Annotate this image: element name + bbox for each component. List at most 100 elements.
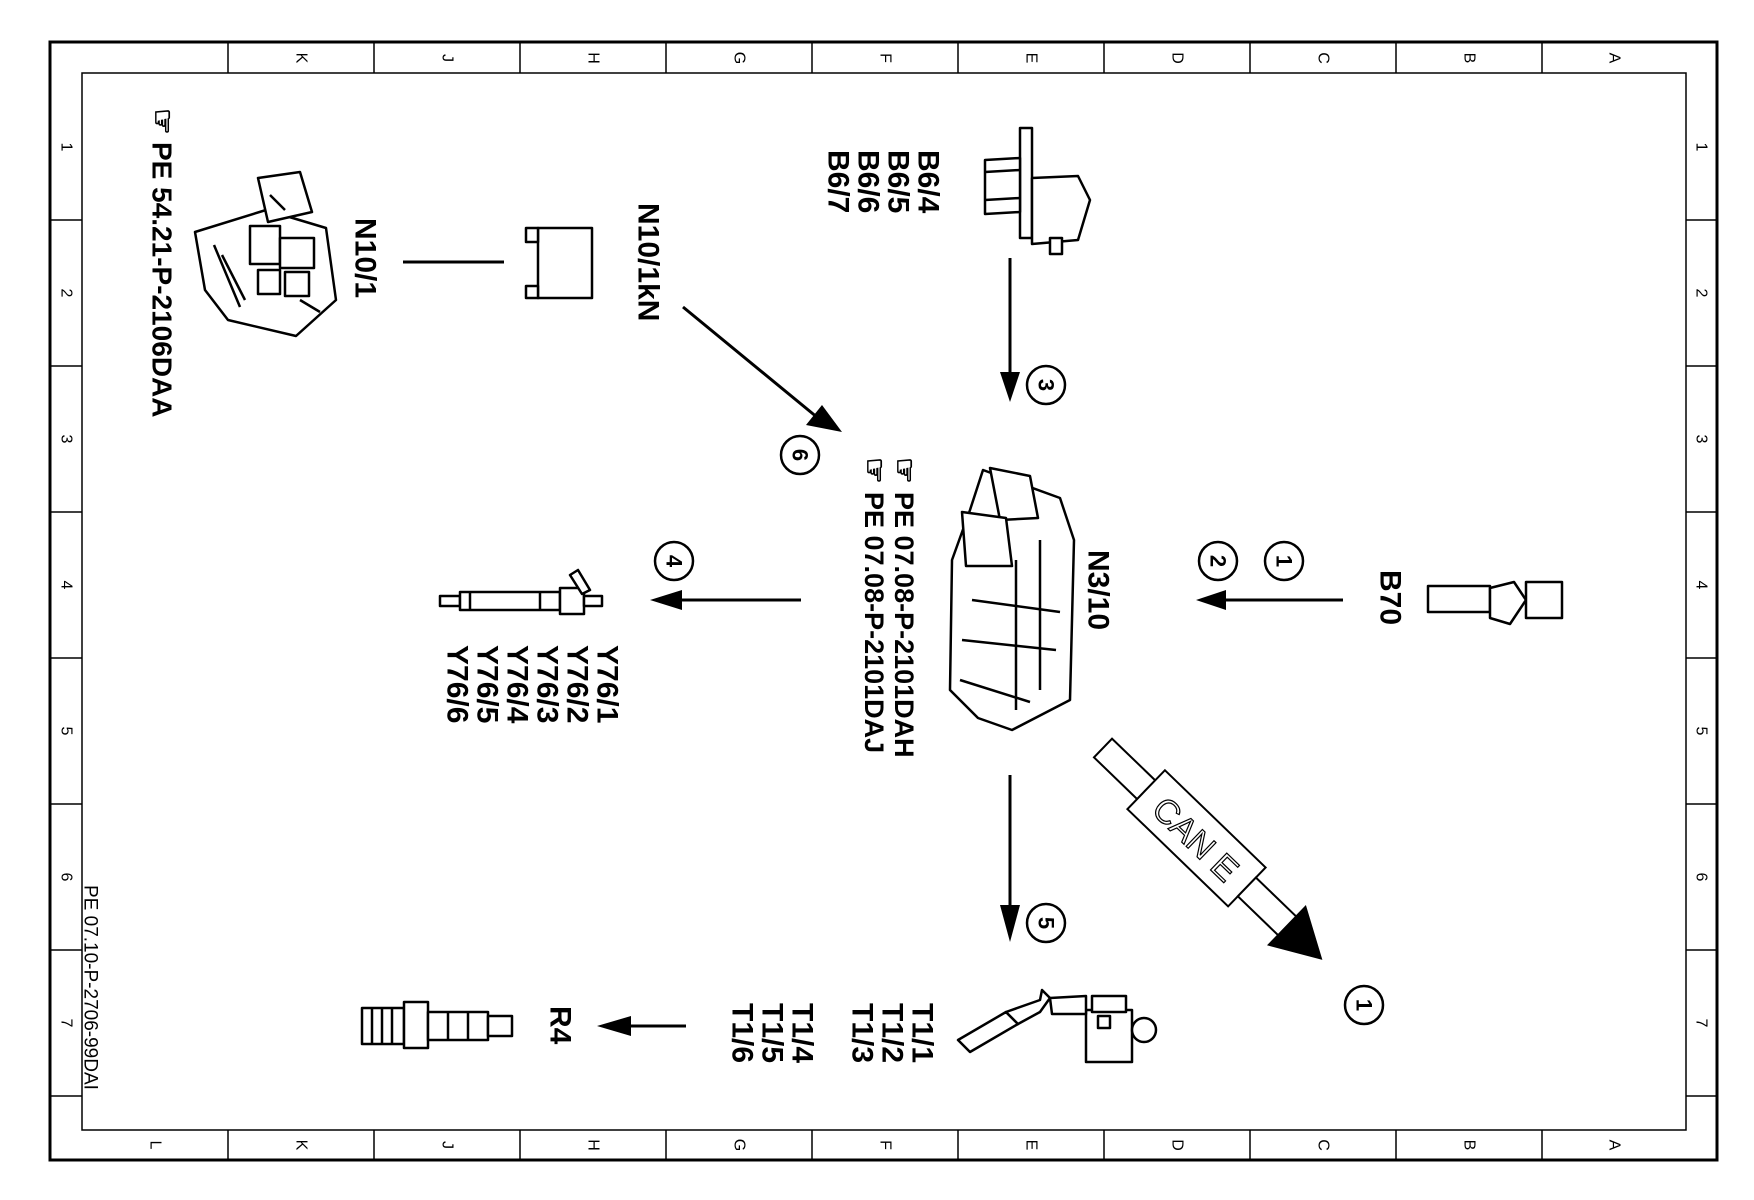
grid-letter: C: [1315, 52, 1332, 64]
grid-letter: F: [877, 53, 894, 63]
grid-number: 4: [1693, 581, 1710, 590]
top-grid-letters: K J H G F E D C B A: [293, 52, 1623, 64]
grid-letter: L: [147, 1141, 164, 1150]
svg-text:1: 1: [1272, 555, 1297, 567]
t1-label: T1/1: [906, 1003, 939, 1063]
grid-letter: E: [1023, 1140, 1040, 1151]
grid-number: 5: [1693, 727, 1710, 736]
marker-3: 3: [1025, 364, 1067, 406]
grid-number: 4: [58, 581, 75, 590]
grid-letter: E: [1023, 53, 1040, 64]
t1-label: T1/3: [846, 1003, 879, 1063]
n3-10-ref: PE 07.08-P-2101DAH: [889, 492, 919, 758]
grid-number: 2: [1693, 289, 1710, 298]
b70-label: B70: [1374, 570, 1407, 625]
can-e-bus: CAN E: [1092, 737, 1323, 960]
arrow-n10-1kn-to-n3-10: [682, 305, 819, 420]
component-labels: ☞ PE 54.21-P-2106DAA N10/1 N10/1kN B6/4 …: [146, 108, 1407, 1063]
y76-injector-drawing: [438, 568, 604, 616]
arrowhead: [597, 1016, 631, 1036]
drawing-frame: [48, 40, 1719, 1162]
t1-label: T1/6: [726, 1003, 759, 1063]
arrowhead: [1196, 590, 1226, 610]
step-markers: 1 2 3 4 5 6 1: [653, 364, 1385, 1026]
n10-1-label: N10/1: [349, 218, 382, 298]
arrowhead: [1000, 372, 1020, 402]
b6-label: B6/6: [852, 150, 885, 213]
y76-label: Y76/2: [561, 645, 594, 723]
grid-letter: A: [1606, 1140, 1623, 1151]
svg-text:6: 6: [788, 449, 813, 461]
svg-text:5: 5: [1034, 917, 1059, 929]
grid-number: 7: [58, 1019, 75, 1028]
bottom-grid-letters: L K J H G F E D C B A: [147, 1139, 1623, 1151]
grid-letter: B: [1461, 53, 1478, 64]
pointer-icon: ☞: [888, 457, 921, 484]
marker-2: 2: [1197, 540, 1239, 582]
grid-number: 2: [58, 289, 75, 298]
svg-text:2: 2: [1206, 555, 1231, 567]
grid-number: 3: [58, 435, 75, 444]
y76-label: Y76/6: [441, 645, 474, 723]
left-grid-numbers: 1 2 3 4 5 6 7: [58, 143, 75, 1028]
marker-4: 4: [653, 540, 695, 582]
grid-letter: K: [293, 1140, 310, 1151]
grid-number: 6: [1693, 873, 1710, 882]
svg-text:1: 1: [1352, 999, 1377, 1011]
y76-label: Y76/1: [591, 645, 624, 723]
t1-ignition-coil-drawing: [956, 988, 1158, 1064]
n10-1kn-label: N10/1kN: [632, 203, 665, 321]
grid-letter: J: [439, 1141, 456, 1149]
n10-1-module-drawing: [193, 170, 338, 338]
marker-6: 6: [779, 434, 821, 476]
n3-10-label: N3/10: [1082, 550, 1115, 630]
r4-spark-plug-drawing: [360, 1000, 514, 1050]
b70-sensor-drawing: [1426, 580, 1564, 626]
grid-letter: C: [1315, 1139, 1332, 1151]
grid-letter: A: [1606, 53, 1623, 64]
t1-label: T1/4: [786, 1003, 819, 1063]
grid-letter: G: [731, 1139, 748, 1151]
grid-letter: H: [585, 52, 602, 64]
arrowhead: [1000, 905, 1020, 942]
connection-arrows: [403, 258, 1343, 1036]
sheet-code: PE 07.10-P-2706-99DAI: [80, 885, 101, 1090]
svg-text:4: 4: [662, 555, 687, 568]
b6-sensor-drawing: [983, 126, 1092, 256]
grid-number: 3: [1693, 435, 1710, 444]
b6-label: B6/5: [882, 150, 915, 213]
y76-label: Y76/4: [501, 645, 534, 724]
arrowhead: [650, 590, 682, 610]
grid-number: 7: [1693, 1019, 1710, 1028]
y76-label: Y76/3: [531, 645, 564, 723]
n10-1-ref: PE 54.21-P-2106DAA: [147, 142, 178, 417]
pointer-icon: ☞: [146, 108, 179, 135]
n3-10-ecu-drawing: [948, 466, 1076, 732]
b6-label: B6/7: [822, 150, 855, 213]
grid-number: 5: [58, 727, 75, 736]
marker-1-bottom: 1: [1343, 984, 1385, 1026]
grid-letter: J: [439, 54, 456, 62]
t1-label: T1/2: [876, 1003, 909, 1063]
grid-letter: H: [585, 1139, 602, 1151]
grid-letter: D: [1169, 1139, 1186, 1151]
y76-label: Y76/5: [471, 645, 504, 723]
grid-number: 1: [1693, 143, 1710, 152]
b6-label: B6/4: [912, 150, 945, 214]
grid-number: 6: [58, 873, 75, 882]
grid-number: 1: [58, 143, 75, 152]
marker-1-top: 1: [1263, 540, 1305, 582]
t1-label: T1/5: [756, 1003, 789, 1063]
r4-label: R4: [544, 1006, 577, 1045]
marker-5: 5: [1025, 902, 1067, 944]
grid-letter: B: [1461, 1140, 1478, 1151]
right-grid-numbers: 1 2 3 4 5 6 7: [1693, 143, 1710, 1028]
grid-letter: D: [1169, 52, 1186, 64]
n10-1kn-relay-drawing: [524, 226, 594, 300]
arrowhead: [806, 405, 842, 432]
svg-text:3: 3: [1034, 379, 1059, 391]
grid-letter: G: [731, 52, 748, 64]
pointer-icon: ☞: [858, 457, 891, 484]
n3-10-ref: PE 07.08-P-2101DAJ: [859, 492, 889, 753]
